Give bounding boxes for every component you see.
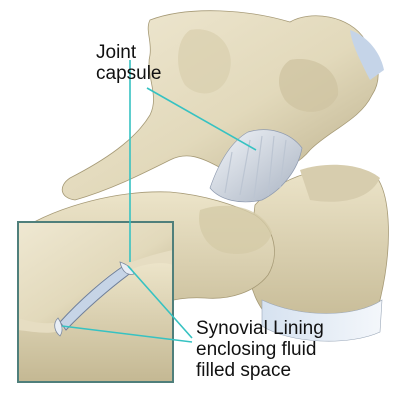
leader-lines: [61, 60, 257, 343]
joint-capsule-leader: [146, 87, 257, 151]
synovial-lining-label-line-3: filled space: [196, 360, 292, 381]
joint-capsule-label: Joint capsule: [96, 42, 162, 84]
joint-capsule-label-line-2: capsule: [96, 63, 162, 84]
lower-vertebra: [247, 164, 389, 342]
joint-capsule-shape: [209, 129, 303, 203]
synovial-lining-label-line-1: Synovial Lining: [196, 318, 324, 339]
joint-capsule-label-line-1: Joint: [96, 42, 137, 63]
synovial-lining-label: Synovial Lining enclosing fluid filled s…: [196, 318, 324, 381]
inset-magnified-view: [17, 221, 174, 383]
synovial-leader-lower: [61, 325, 193, 343]
synovial-lining-label-line-2: enclosing fluid: [196, 339, 317, 360]
synovial-leader-upper: [127, 265, 193, 339]
